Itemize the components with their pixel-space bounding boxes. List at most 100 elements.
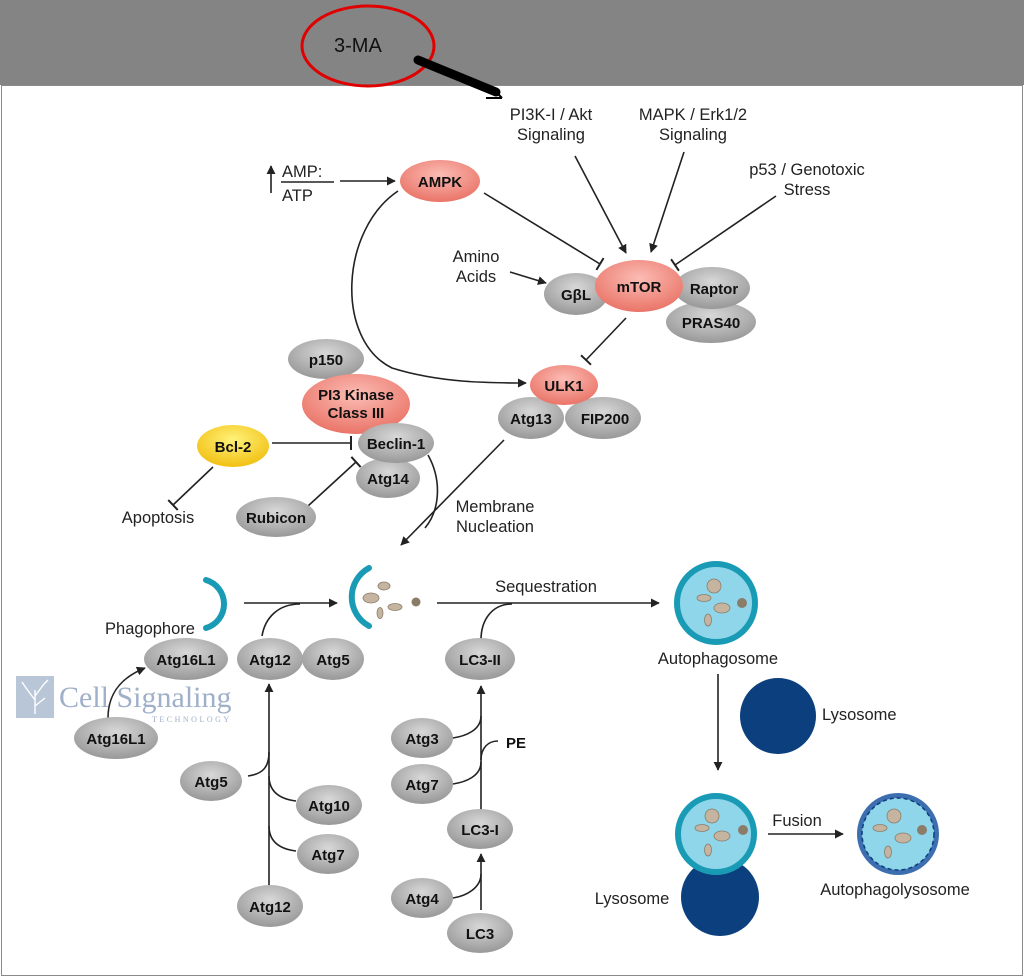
lc3ii-label: LC3-II (459, 652, 501, 669)
atg12-complex-node (237, 638, 303, 680)
atg3-label: Atg3 (405, 731, 438, 748)
atg7-right-label: Atg7 (405, 777, 438, 794)
bcl2-label: Bcl-2 (215, 439, 252, 456)
fip200-node (565, 397, 641, 439)
mtor-label: mTOR (617, 279, 662, 296)
rubicon-node (236, 497, 316, 537)
atg7-right-node (391, 764, 453, 804)
ampk-to-ulk1-arrow (351, 190, 527, 388)
autophagolysosome (857, 793, 939, 875)
atg10-node (296, 785, 362, 825)
atg16l1-complex-label: Atg16L1 (156, 652, 215, 669)
lc3i-node (447, 809, 513, 849)
atg4-label: Atg4 (405, 891, 439, 908)
atg7-left-label: Atg7 (311, 847, 344, 864)
sequestration-label: Sequestration (495, 578, 597, 596)
atg5-complex-label: Atg5 (316, 652, 349, 669)
atg16l1-to-complex-arrow (107, 666, 146, 719)
atg7-join-curve (268, 825, 297, 852)
amp-atp-ratio: AMP: ATP (266, 163, 334, 205)
lc3i-label: LC3-I (461, 822, 499, 839)
autophagolysosome-label: Autophagolysosome (820, 881, 970, 899)
raptor-node (674, 267, 750, 309)
ampk-node (400, 160, 480, 202)
gbl-label: GβL (561, 287, 591, 304)
lysosome-top (740, 678, 816, 754)
atg5-label: Atg5 (194, 774, 227, 791)
ampk-label: AMPK (418, 174, 462, 191)
mapk-to-mtor-arrow (649, 151, 685, 253)
lc3-conjugation-curve (480, 603, 513, 641)
beclin-to-nucleation-curve (424, 454, 439, 529)
p150-label: p150 (309, 352, 343, 369)
lysosome-bottom-label: Lysosome (595, 890, 670, 908)
rubicon-inhibits-complex (307, 456, 362, 507)
pe-label: PE (506, 735, 526, 752)
logo-name: Cell Signaling (59, 681, 232, 714)
p53-inhibits-mtor (670, 195, 777, 272)
header-bar (0, 0, 1024, 85)
atg7-right-join-curve (452, 761, 482, 785)
fip200-label: FIP200 (581, 411, 629, 428)
atg12-conjugation-curve (261, 603, 301, 637)
bcl2-inhibits-apoptosis (167, 466, 214, 511)
atg10-label: Atg10 (308, 798, 350, 815)
pi3k-to-mtor-arrow (574, 155, 627, 254)
inhibitor-3ma: 3-MA (300, 4, 503, 99)
beclin1-label: Beclin-1 (367, 436, 425, 453)
phagophore-membrane (203, 577, 227, 631)
lc3ii-node (445, 638, 515, 680)
atg13-label: Atg13 (510, 411, 552, 428)
cell-signaling-logo: Cell Signaling TECHNOLOGY (16, 676, 232, 724)
autophagosome-vesicle (674, 561, 758, 645)
ampk-inhibits-mtor (483, 192, 605, 271)
ulk1-to-nucleation-arrow (400, 439, 505, 546)
inhibitor-label: 3-MA (334, 35, 382, 57)
atg5-complex-node (302, 638, 364, 680)
mtor-node (595, 260, 683, 312)
expanding-phagophore (348, 565, 421, 629)
ampk-group: AMPK (400, 160, 480, 202)
fusing-vesicles (675, 793, 759, 936)
atg16l1-label: Atg16L1 (86, 731, 145, 748)
rubicon-label: Rubicon (246, 510, 306, 527)
pi3k-class3-node (302, 374, 410, 434)
bcl2-node (197, 425, 269, 467)
atg4-node (391, 878, 453, 918)
lc3-label: LC3 (466, 926, 494, 943)
phagophore-label: Phagophore (105, 620, 195, 638)
pras40-label: PRAS40 (682, 315, 740, 332)
atg4-join-curve (452, 873, 482, 899)
inhibitor-bar (413, 55, 501, 97)
mtorc1-complex: PRAS40 Raptor GβL mTOR (544, 260, 756, 343)
atg5-node (180, 761, 242, 801)
inhibitor-ring (300, 4, 436, 88)
gbl-node (544, 273, 608, 315)
beclin1-node (358, 423, 434, 463)
atg12-node (237, 885, 303, 927)
atg16l1-node (74, 717, 158, 759)
ulk1-node (530, 365, 598, 405)
ulk1-label: ULK1 (544, 378, 583, 395)
atg13-node (498, 397, 564, 439)
lysosome-bottom (681, 858, 759, 936)
amp-label: AMP: (282, 163, 322, 181)
pras40-node (666, 301, 756, 343)
ulk1-complex: FIP200 Atg13 ULK1 (498, 365, 641, 439)
atg10-join-curve (268, 775, 297, 802)
bcl2-group: Bcl-2 (197, 425, 269, 467)
lc3-node (447, 913, 513, 953)
atg3-join-curve (452, 715, 482, 739)
atp-label: ATP (282, 187, 313, 205)
slide-frame (1, 85, 1023, 976)
autophagosome-label: Autophagosome (658, 650, 778, 668)
atg14-label: Atg14 (367, 471, 409, 488)
fusion-label: Fusion (772, 812, 822, 830)
